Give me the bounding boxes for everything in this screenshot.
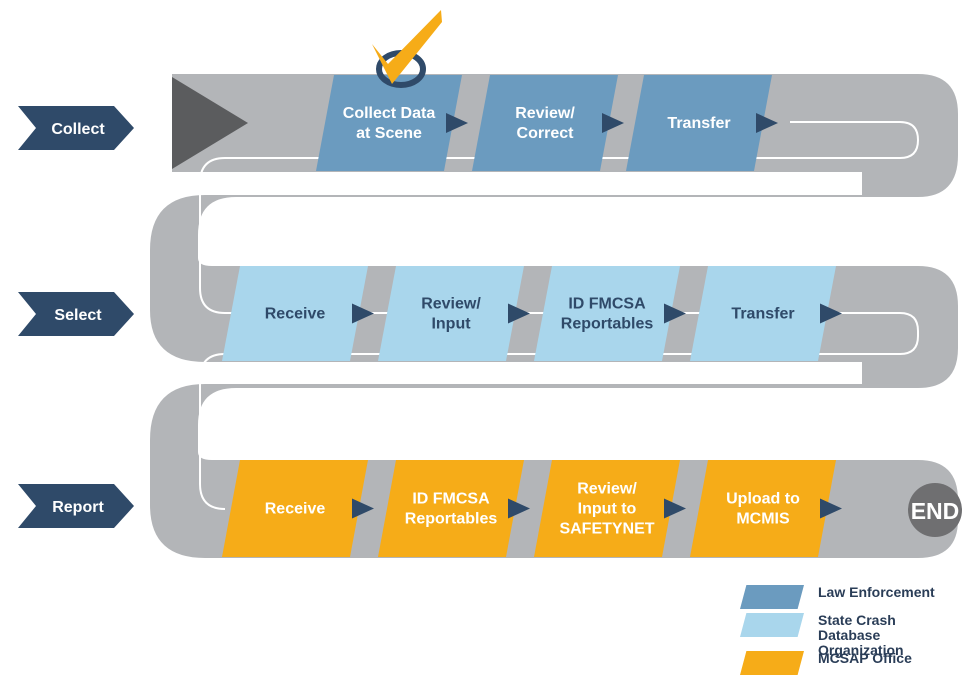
arrow-icon: [756, 113, 778, 133]
arrow-icon: [352, 498, 374, 519]
legend-swatch: [740, 651, 804, 675]
legend-label-line: Database Organization: [818, 627, 904, 658]
legend-swatch: [740, 585, 804, 609]
stage-tag-label: Select: [54, 307, 102, 324]
arrow-icon: [446, 113, 468, 133]
step-label: Correct: [517, 125, 575, 142]
step-box: Review/Input: [378, 266, 530, 361]
legend-label: MCSAP Office: [818, 651, 912, 666]
stage-tag-select: Select: [18, 292, 134, 336]
legend-item: MCSAP Office: [740, 651, 912, 675]
step-label: Receive: [265, 501, 326, 518]
step-label: Input to: [578, 501, 637, 518]
step-label: SAFETYNET: [559, 521, 654, 538]
legend-label-line: State Crash: [818, 612, 896, 628]
arrow-icon: [664, 303, 686, 324]
step-box: ID FMCSA Reportables: [378, 460, 530, 557]
arrow-icon: [602, 113, 624, 133]
step-box: Receive: [222, 266, 374, 361]
arrow-icon: [820, 498, 842, 519]
step-label: at Scene: [356, 125, 422, 142]
step-box: Collect Data at Scene: [316, 75, 468, 171]
step-box: Receive: [222, 460, 374, 557]
step-label: ID FMCSA: [568, 296, 646, 313]
end-circle: [908, 483, 962, 537]
legend-swatch: [740, 613, 804, 637]
step-label: ID FMCSA: [412, 491, 490, 508]
step-label: Review/: [577, 481, 637, 498]
stage-tag-label: Report: [52, 499, 104, 516]
step-label: Transfer: [667, 115, 730, 132]
arrow-icon: [352, 303, 374, 324]
step-label: Input: [431, 316, 471, 333]
step-box: Transfer: [626, 75, 778, 171]
step-box: ID FMCSA Reportables: [534, 266, 686, 361]
start-triangle-icon: [172, 77, 248, 169]
step-box: Transfer: [690, 266, 842, 361]
step-label: MCMIS: [736, 511, 790, 528]
step-label: Review/: [421, 296, 481, 313]
arrow-icon: [820, 303, 842, 324]
end-label: END: [911, 498, 960, 524]
step-box: Review/Correct: [472, 75, 624, 171]
arrow-icon: [664, 498, 686, 519]
stage-tag-report: Report: [18, 484, 134, 528]
step-label: Collect Data: [343, 105, 436, 122]
step-label: Reportables: [561, 316, 654, 333]
step-label: Upload to: [726, 491, 800, 508]
step-label: Reportables: [405, 511, 498, 528]
end-marker: END: [908, 483, 962, 537]
legend-label-line: Law Enforcement: [818, 584, 935, 600]
step-label: Receive: [265, 306, 326, 323]
stage-tag-collect: Collect: [18, 106, 134, 150]
legend-item: Law Enforcement: [740, 585, 935, 609]
step-label: Review/: [515, 105, 575, 122]
step-box: Upload to MCMIS: [690, 460, 842, 557]
step-label: Transfer: [731, 306, 794, 323]
arrow-icon: [508, 498, 530, 519]
arrow-icon: [508, 303, 530, 324]
legend-label: Law Enforcement: [818, 585, 935, 600]
legend-label-line: MCSAP Office: [818, 650, 912, 666]
checkmark-icon: [372, 10, 442, 88]
step-box: Review/Input to SAFETYNET: [534, 460, 686, 557]
stage-tag-label: Collect: [51, 121, 105, 138]
